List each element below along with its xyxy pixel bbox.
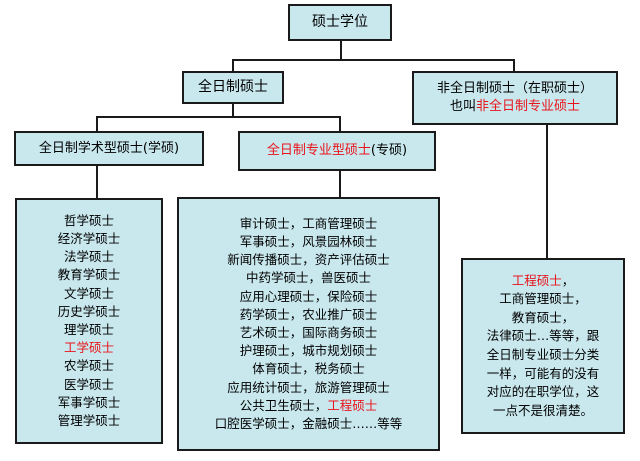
academic-list-item: 工学硕士 bbox=[63, 340, 114, 356]
professional-label-highlight: 全日制专业型硕士 bbox=[266, 143, 371, 159]
professional-list-item: 审计硕士，工商管理硕士 bbox=[239, 215, 378, 231]
connector-professional-down bbox=[339, 170, 341, 198]
professional-list-item-highlight: 工程硕士 bbox=[327, 397, 378, 413]
professional-list-item: 军事硕士，风景园林硕士 bbox=[239, 233, 378, 249]
professional-list-item: 新闻传播硕士，资产评估硕士 bbox=[227, 252, 390, 268]
academic-list-item: 历史学硕士 bbox=[57, 303, 121, 319]
academic-list-item: 经济学硕士 bbox=[57, 230, 121, 246]
academic-list-item: 哲学硕士 bbox=[63, 212, 114, 228]
connector-fulltime-down bbox=[232, 103, 234, 117]
professional-list-item: 护理硕士，城市规划硕士 bbox=[239, 343, 378, 359]
professional-label: 全日制专业型硕士(专硕) bbox=[267, 142, 407, 160]
parttime-detail-line: 教育硕士， bbox=[511, 309, 575, 325]
fulltime-label: 全日制硕士 bbox=[198, 79, 268, 96]
connector-to-academic bbox=[96, 116, 98, 132]
connector-to-parttime bbox=[513, 59, 515, 72]
parttime-detail-line: 工商管理硕士， bbox=[499, 291, 587, 307]
academic-list-item: 理学硕士 bbox=[63, 322, 114, 337]
academic-list-item: 法学硕士 bbox=[63, 249, 114, 265]
parttime-detail-line: 一点不是很清楚。 bbox=[492, 402, 593, 418]
parttime-line1: 非全日制硕士（在职硕士） bbox=[436, 81, 593, 97]
professional-list-item: 公共卫生硕士，工程硕士 bbox=[240, 397, 378, 415]
parttime-detail-line: 全日制专业硕士分类 bbox=[486, 347, 600, 362]
professional-label-suffix: (专硕) bbox=[370, 143, 408, 159]
parttime-detail-line: 对应的在职学位，这 bbox=[486, 384, 600, 400]
parttime-detail-highlight: 工程硕士 bbox=[511, 272, 562, 288]
professional-list: 审计硕士，工商管理硕士军事硕士，风景园林硕士新闻传播硕士，资产评估硕士中药学硕士… bbox=[227, 215, 390, 397]
parttime-detail-first: 工程硕士， bbox=[512, 272, 575, 291]
parttime-line2: 也叫非全日制专业硕士 bbox=[450, 98, 580, 116]
professional-list-box: 审计硕士，工商管理硕士军事硕士，风景园林硕士新闻传播硕士，资产评估硕士中药学硕士… bbox=[177, 197, 440, 451]
professional-list-item: 体育硕士，税务硕士 bbox=[252, 361, 365, 377]
professional-list-item: 中药学硕士，兽医硕士 bbox=[245, 270, 371, 286]
connector-parttime-down bbox=[546, 124, 548, 259]
professional-list-item: 药学硕士，农业推广硕士 bbox=[239, 306, 378, 322]
parttime-detail-lines: 工商管理硕士， 教育硕士， 法律硕士…等等，跟全日制专业硕士分类一样，可能有的没有对… bbox=[487, 290, 600, 420]
professional-list-item: 应用心理硕士，保险硕士 bbox=[239, 288, 378, 304]
academic-list-item: 管理学硕士 bbox=[57, 413, 121, 429]
professional-list-item-prefix: 公共卫生硕士， bbox=[239, 397, 328, 413]
professional-list-item: 应用统计硕士，旅游管理硕士 bbox=[227, 379, 390, 395]
academic-node: 全日制学术型硕士(学硕) bbox=[14, 131, 204, 166]
root-node: 硕士学位 bbox=[288, 4, 392, 41]
fulltime-node: 全日制硕士 bbox=[182, 71, 284, 104]
parttime-detail-highlight-suffix: ， bbox=[561, 272, 575, 288]
parttime-detail-box: 工程硕士， 工商管理硕士， 教育硕士， 法律硕士…等等，跟全日制专业硕士分类一样，可… bbox=[461, 258, 625, 434]
academic-list-item: 军事学硕士 bbox=[57, 394, 121, 410]
connector-root-down bbox=[340, 40, 342, 60]
parttime-detail-line: 法律硕士…等等，跟 bbox=[486, 328, 600, 344]
root-label: 硕士学位 bbox=[312, 14, 368, 31]
academic-list-item: 文学硕士 bbox=[63, 285, 114, 301]
academic-list-box: 哲学硕士经济学硕士法学硕士教育学硕士文学硕士历史学硕士理学硕士工学硕士农学硕士医… bbox=[15, 198, 163, 444]
connector-to-professional bbox=[339, 116, 341, 132]
connector-to-fulltime bbox=[232, 59, 234, 72]
connector-fulltime-bar bbox=[96, 116, 341, 118]
parttime-line2-prefix: 也叫 bbox=[449, 99, 476, 114]
academic-list-item: 农学硕士 bbox=[63, 358, 114, 374]
professional-list-item: 口腔医学硕士，金融硕士……等等 bbox=[214, 416, 403, 432]
connector-root-bar bbox=[232, 59, 514, 61]
professional-list-item: 艺术硕士，国际商务硕士 bbox=[239, 325, 378, 340]
academic-list-item: 教育学硕士 bbox=[57, 267, 121, 283]
professional-node: 全日制专业型硕士(专硕) bbox=[238, 131, 436, 171]
connector-academic-down bbox=[96, 165, 98, 199]
parttime-line2-highlight: 非全日制专业硕士 bbox=[476, 99, 581, 114]
parttime-node: 非全日制硕士（在职硕士） 也叫非全日制专业硕士 bbox=[412, 71, 618, 125]
academic-list: 哲学硕士经济学硕士法学硕士教育学硕士文学硕士历史学硕士理学硕士工学硕士农学硕士医… bbox=[58, 212, 121, 430]
academic-label: 全日制学术型硕士(学硕) bbox=[38, 140, 180, 156]
parttime-detail-line: 一样，可能有的没有 bbox=[486, 365, 600, 381]
academic-list-item: 医学硕士 bbox=[63, 376, 114, 392]
